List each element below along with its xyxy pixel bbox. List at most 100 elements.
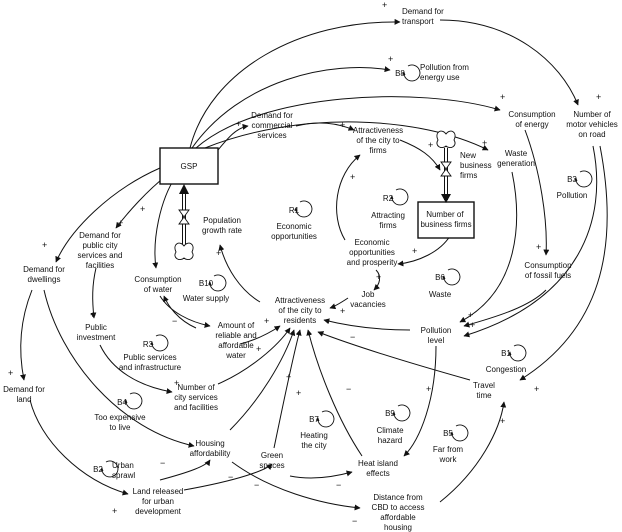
polarity-plus: + [500,92,505,102]
link-jobs-attract-residents [329,297,349,310]
link-econ-attract-firms [336,154,361,241]
link-transport-vehicles [439,19,579,106]
link-amount-attract-residents [239,325,281,345]
polarity-plus: + [264,316,269,326]
causal-links [20,18,608,511]
stock-business-firms-box [417,201,475,239]
svg-text:Water supply: Water supply [183,294,229,303]
polarity-minus: − [352,516,357,526]
polarity-plus: + [428,140,433,150]
link-pollution-attract-residents [323,318,411,331]
link-green-heat-island [289,470,353,479]
svg-text:B7: B7 [309,415,319,424]
polarity-plus: + [8,368,13,378]
flow-population-arrowhead [179,184,189,194]
polarity-plus: + [256,344,261,354]
polarity-plus: + [296,388,301,398]
polarity-plus: + [426,384,431,394]
polarity-plus: + [42,240,47,250]
svg-text:Pollution: Pollution [557,191,588,200]
polarity-plus: + [536,242,541,252]
cloud-source-icon [174,242,194,261]
svg-text:B1: B1 [501,349,511,358]
polarity-plus: + [286,372,291,382]
link-public-investment [90,267,97,319]
polarity-plus: + [376,272,381,282]
stock-business-firms: Number of business firms [417,201,475,239]
polarity-minus: − [160,458,165,468]
link-attract-residents-pop-growth [218,244,261,303]
flow-population [174,184,194,261]
polarity-minus: − [228,472,233,482]
polarity-plus: + [174,378,179,388]
svg-text:B8: B8 [395,69,405,78]
polarity-plus: + [350,172,355,182]
svg-text:Congestion: Congestion [486,365,526,374]
polarity-plus: + [140,204,145,214]
polarity-signs: + + + + + + + + + + + + + + + + + − + + … [8,0,601,526]
link-vehicles-travel [519,145,608,381]
polarity-minus: − [254,480,259,490]
polarity-plus: + [112,506,117,516]
polarity-plus: + [482,138,487,148]
link-gsp-consumption-water [152,175,177,269]
link-waste-pollution [459,171,518,323]
svg-text:B5: B5 [443,429,453,438]
polarity-plus: + [90,310,95,320]
loop-b1: B1 Congestion [486,344,527,374]
stock-gsp-box [159,147,219,185]
link-housing-attract-residents [229,329,296,431]
link-gsp-waste [204,121,489,151]
polarity-plus: + [470,320,475,330]
link-energy-fossil [524,129,550,256]
polarity-plus: + [236,119,241,129]
polarity-plus: + [340,120,345,130]
polarity-plus: + [412,246,417,256]
link-commercial-attract-firms [295,122,355,131]
polarity-plus: + [388,54,393,64]
link-travel-attract-residents [317,331,471,381]
link-gsp-demand-transport [189,18,401,149]
link-distance-travel [439,401,507,503]
link-fossil-pollution [463,289,547,328]
svg-text:B9: B9 [385,409,395,418]
svg-text:R3: R3 [143,340,154,349]
svg-text:R2: R2 [383,194,394,203]
link-gsp-demand-dwellings [55,167,161,263]
svg-text:Waste: Waste [429,290,452,299]
cloud-source-icon [436,130,456,149]
flow-new-business [436,130,456,203]
link-vehicles-pollution [463,145,598,338]
polarity-plus: + [468,310,473,320]
flow-new-business-arrowhead [441,194,451,203]
polarity-plus: + [534,384,539,394]
polarity-plus: + [118,218,123,228]
loop-b3: B3 Pollution [557,170,593,200]
polarity-plus: + [340,306,345,316]
